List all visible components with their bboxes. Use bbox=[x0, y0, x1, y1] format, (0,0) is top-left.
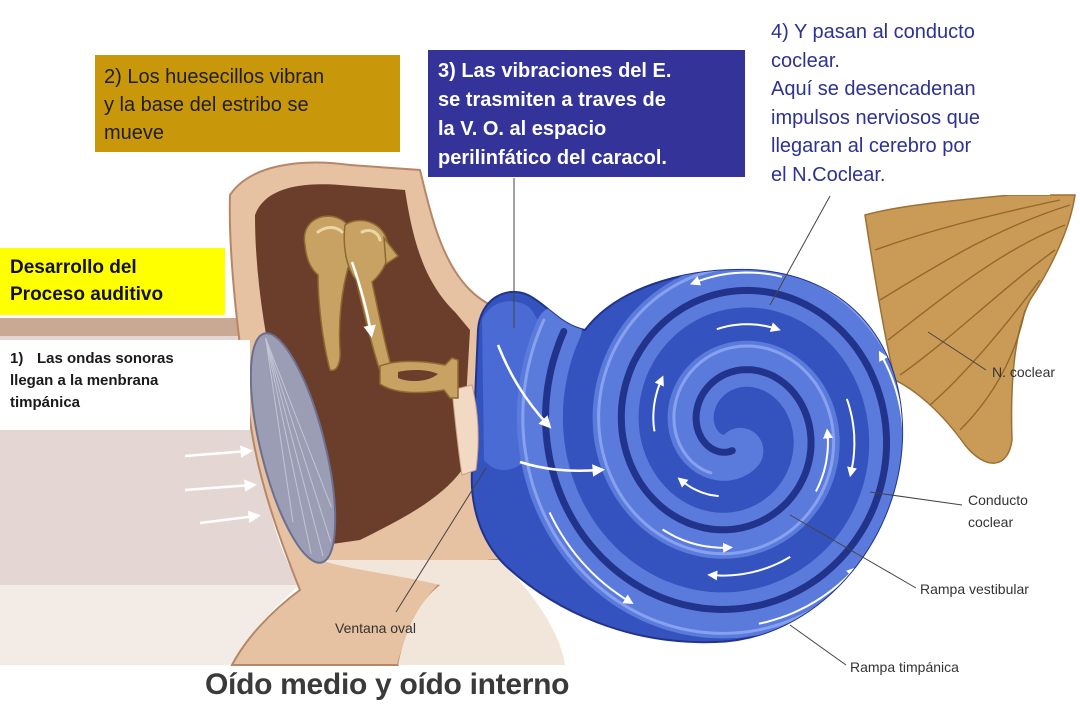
flow-arrows bbox=[548, 271, 903, 625]
ear-canal-ridge bbox=[0, 318, 243, 336]
step2-line: y la base del estribo se bbox=[104, 94, 309, 116]
process-heading-box: Desarrollo del Proceso auditivo bbox=[0, 248, 225, 315]
oval-window bbox=[451, 384, 479, 476]
step4-line: Aquí se desencadenan bbox=[771, 78, 976, 100]
leader-line-conducto-coclear bbox=[869, 491, 963, 506]
ossicle-highlight bbox=[360, 228, 382, 242]
step3-line: 3) Las vibraciones del E. bbox=[438, 60, 672, 82]
step4-text-box: 4) Y pasan al conducto coclear. Aquí se … bbox=[765, 12, 1050, 195]
step2-line: 2) Los huesecillos vibran bbox=[104, 66, 325, 88]
label-conducto-coclear-line2: coclear bbox=[968, 514, 1013, 530]
step4-line: el N.Coclear. bbox=[771, 163, 886, 186]
step3-line: perilinfático del caracol. bbox=[438, 147, 667, 169]
label-ventana-oval: Ventana oval bbox=[335, 620, 416, 636]
step3-line: se trasmiten a traves de bbox=[438, 89, 666, 111]
heading-line: Desarrollo del bbox=[10, 257, 137, 278]
tympanic-membrane-striations bbox=[265, 338, 332, 557]
step1-line: timpánica bbox=[10, 394, 81, 411]
leader-line-ventana-oval bbox=[395, 467, 487, 613]
incus-short-process bbox=[383, 235, 400, 266]
ossicle-highlight bbox=[316, 226, 344, 234]
heading-line: Proceso auditivo bbox=[10, 284, 164, 305]
step2-text-box: 2) Los huesecillos vibran y la base del … bbox=[95, 55, 400, 152]
flow-arrow bbox=[758, 567, 857, 625]
leader-line-rampa-timpanica bbox=[789, 624, 847, 666]
label-conducto-coclear-line1: Conducto bbox=[968, 492, 1028, 508]
label-rampa-timpanica: Rampa timpánica bbox=[850, 659, 959, 675]
cochlear-nerve-fibers bbox=[874, 199, 1071, 431]
flow-arrow bbox=[878, 350, 903, 456]
flow-arrow bbox=[689, 271, 783, 286]
flow-arrow bbox=[548, 512, 634, 604]
vestibule-arrow bbox=[496, 344, 552, 429]
bone-floor bbox=[320, 560, 565, 665]
slide-title: Oído medio y oído interno bbox=[205, 668, 570, 701]
sound-wave-arrow bbox=[199, 510, 261, 525]
flow-arrow bbox=[845, 398, 857, 478]
leader-line-step4 bbox=[769, 195, 831, 306]
step3-text-box: 3) Las vibraciones del E. se trasmiten a… bbox=[428, 50, 745, 177]
label-rampa-vestibular: Rampa vestibular bbox=[920, 581, 1029, 597]
sound-wave-arrow bbox=[184, 479, 257, 492]
step4-line: 4) Y pasan al conducto bbox=[771, 21, 975, 43]
step2-line: mueve bbox=[104, 122, 165, 144]
flow-arrow bbox=[815, 428, 833, 492]
ossicle-motion-arrow bbox=[350, 261, 376, 338]
step4-line: impulsos nerviosos que bbox=[771, 106, 980, 129]
flow-arrow bbox=[716, 322, 781, 332]
flow-arrow bbox=[662, 528, 733, 553]
rampa-vestibular-band bbox=[516, 269, 903, 639]
flow-arrow bbox=[677, 477, 719, 498]
flow-arrow bbox=[707, 556, 791, 581]
label-n-coclear: N. coclear bbox=[992, 364, 1055, 380]
step4-line: llegaran al cerebro por bbox=[771, 135, 972, 157]
step1-line: llegan a la menbrana bbox=[10, 372, 159, 389]
sound-wave-arrow bbox=[184, 445, 253, 458]
leader-line-n-coclear bbox=[927, 331, 987, 371]
leader-line-rampa-vestibular bbox=[789, 514, 917, 589]
vestibule-arrow bbox=[519, 460, 605, 477]
conducto-coclear-duct bbox=[542, 286, 890, 614]
step1-text-box: 1) Las ondas sonoras llegan a la menbrana… bbox=[0, 340, 250, 430]
lower-skin bbox=[0, 585, 300, 665]
step3-line: la V. O. al espacio bbox=[438, 118, 607, 140]
step4-line: coclear. bbox=[771, 49, 840, 72]
step1-line: Las ondas sonoras bbox=[37, 350, 174, 367]
cochlea-spiral bbox=[482, 269, 903, 639]
spiral-highlight bbox=[521, 269, 903, 635]
tympanic-membrane bbox=[249, 332, 337, 564]
flow-arrow bbox=[652, 375, 664, 432]
stapes-opening bbox=[398, 369, 438, 382]
malleus-bone bbox=[303, 215, 354, 372]
step1-number: 1) bbox=[10, 350, 24, 367]
